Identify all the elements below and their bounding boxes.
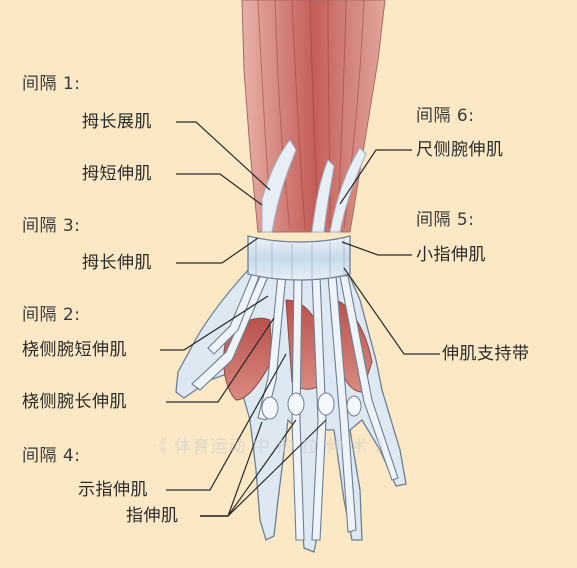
label-extensor-digitorum: 指伸肌: [126, 506, 179, 526]
group-label-3: 间隔 3:: [22, 216, 81, 236]
label-extensor-indicis: 示指伸肌: [78, 480, 148, 500]
group-label-5: 间隔 5:: [416, 210, 475, 230]
forearm-tendons: [261, 139, 367, 233]
label-extensor-pollicis-brevis: 拇短伸肌: [82, 164, 152, 184]
extensor-retinaculum: [247, 235, 351, 281]
watermark: 《 体育运动 中 的 拉 伸 术 》: [150, 437, 393, 457]
group-label-2: 间隔 2:: [22, 305, 81, 325]
label-abductor-pollicis-longus: 拇长展肌: [82, 112, 152, 132]
label-extensor-carpi-radialis-brevis: 桡侧腕短伸肌: [22, 340, 127, 360]
knuckles: [261, 392, 362, 420]
label-extensor-pollicis-longus: 拇长伸肌: [82, 253, 152, 273]
group-label-6: 间隔 6:: [416, 106, 475, 126]
leader-lines: [160, 121, 440, 517]
group-label-4: 间隔 4:: [22, 446, 81, 466]
group-label-1: 间隔 1:: [22, 74, 81, 94]
label-extensor-carpi-ulnaris: 尺侧腕伸肌: [416, 140, 504, 160]
label-extensor-carpi-radialis-longus: 桡侧腕长伸肌: [22, 392, 127, 412]
label-extensor-digiti-minimi: 小指伸肌: [416, 245, 486, 265]
label-extensor-retinaculum: 伸肌支持带: [442, 344, 530, 364]
